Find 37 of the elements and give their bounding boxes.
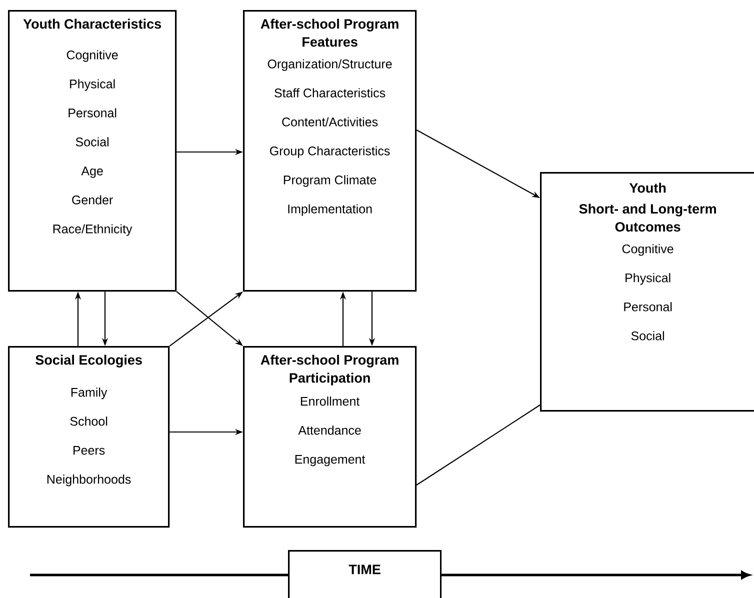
box-heading: After-school Program Participation (260, 354, 398, 386)
list-item: Personal (624, 302, 672, 312)
list-item: Physical (70, 79, 115, 91)
list-item: Age (81, 166, 103, 178)
box-heading: After-school Program Features (260, 18, 398, 47)
list-item: Race/Ethnicity (53, 224, 132, 236)
list-item: Content/Activities (282, 117, 378, 126)
list-item: Enrollment (300, 396, 360, 406)
list-item: Group Characteristics (270, 146, 390, 158)
box-heading: Youth Characteristics (23, 18, 162, 29)
list-item: Physical (626, 273, 670, 285)
process-box (243, 10, 417, 292)
list-item: Organization/Structure (268, 59, 392, 71)
list-item: Social (631, 331, 664, 340)
process-box (540, 172, 754, 412)
box-heading: Social Ecologies (36, 354, 142, 368)
list-item: Cognitive (622, 244, 674, 256)
list-item: Attendance (298, 426, 361, 435)
box-heading: Short- and Long-term Outcomes (579, 204, 716, 232)
list-item: Family (71, 388, 108, 400)
box-heading: Youth (629, 182, 666, 193)
list-item: Gender (72, 195, 113, 204)
list-item: Social (76, 137, 108, 146)
process-box (8, 346, 170, 528)
list-item: Staff Characteristics (274, 88, 386, 98)
list-item: Engagement (295, 455, 366, 466)
list-item: Program Climate (284, 175, 376, 187)
list-item: Implementation (288, 204, 372, 216)
process-box (8, 10, 177, 292)
list-item: Neighborhoods (47, 474, 131, 486)
list-item: Cognitive (66, 50, 118, 62)
list-item: Personal (68, 108, 116, 118)
box-heading: TIME (348, 564, 380, 574)
list-item: School (70, 416, 108, 426)
process-box (243, 346, 417, 528)
list-item: Peers (74, 446, 105, 455)
time-box (288, 550, 442, 598)
